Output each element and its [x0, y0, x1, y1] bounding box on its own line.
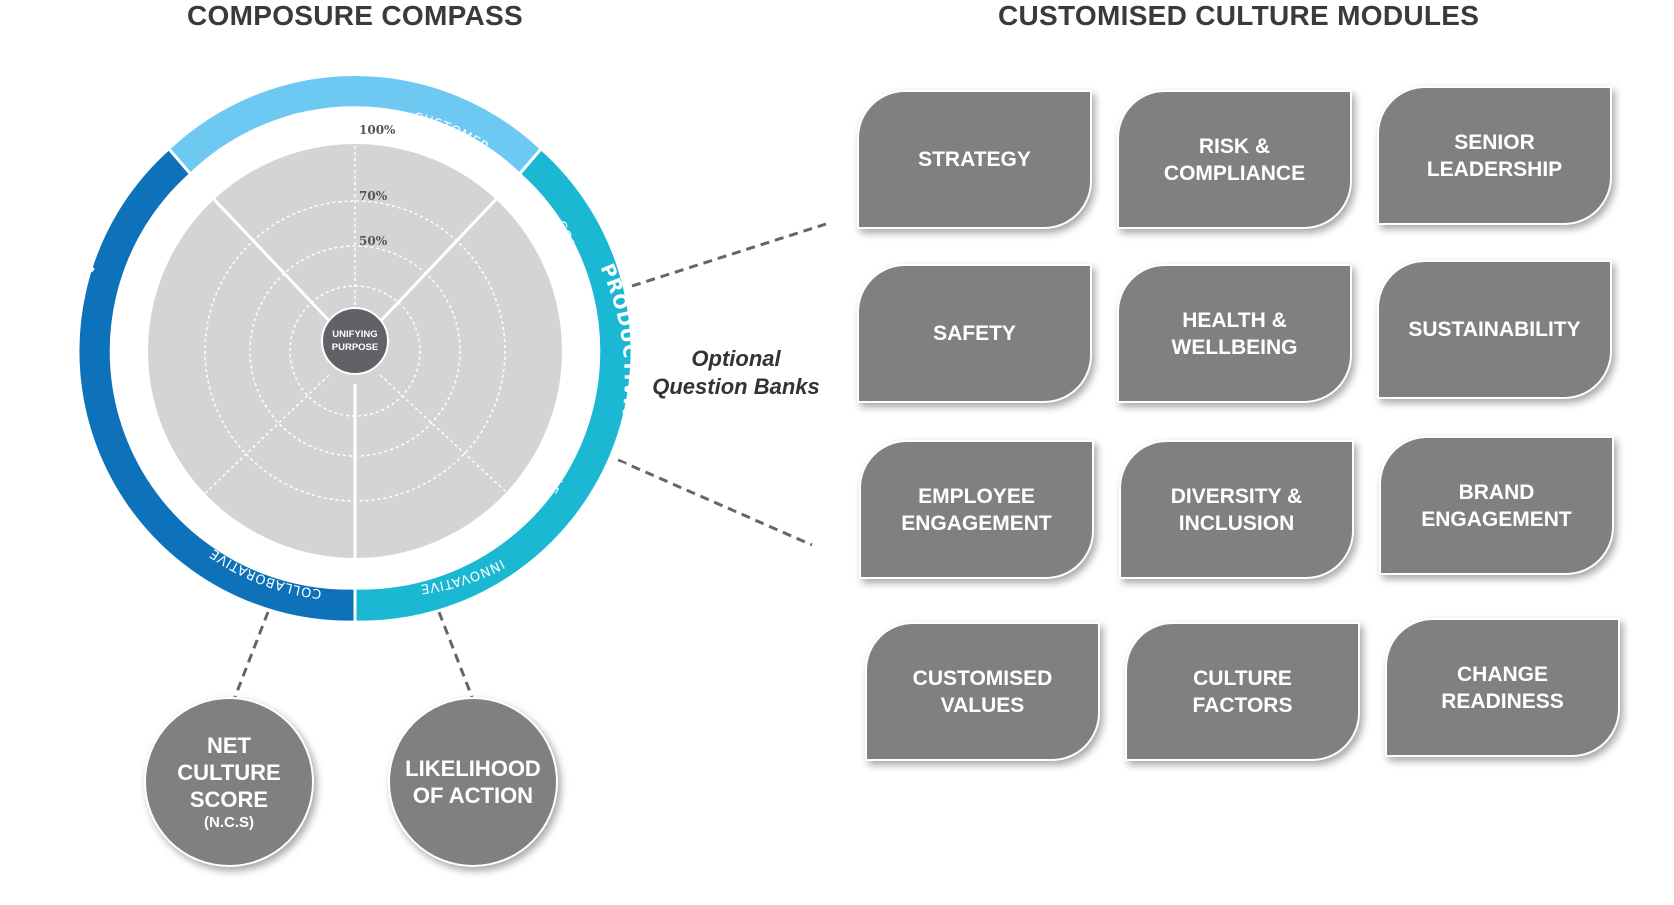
module-change-readiness: CHANGE READINESS — [1385, 618, 1620, 757]
module-sustainability: SUSTAINABILITY — [1377, 260, 1612, 399]
module-senior-leadership: SENIOR LEADERSHIP — [1377, 86, 1612, 225]
module-customised-values: CUSTOMISED VALUES — [865, 622, 1100, 761]
module-diversity-inclusion: DIVERSITY & INCLUSION — [1119, 440, 1354, 579]
module-strategy: STRATEGY — [857, 90, 1092, 229]
scale-label-70: 70% — [359, 189, 388, 203]
likelihood-of-action-circle: LIKELIHOOD OF ACTION — [388, 697, 558, 867]
net-culture-score-abbreviation: (N.C.S) — [204, 814, 254, 831]
scale-label-50: 50% — [359, 234, 388, 248]
module-risk-compliance: RISK & COMPLIANCE — [1117, 90, 1352, 229]
net-culture-score-circle: NET CULTURE SCORE (N.C.S) — [144, 697, 314, 867]
module-health-wellbeing: HEALTH & WELLBEING — [1117, 264, 1352, 403]
module-brand-engagement: BRAND ENGAGEMENT — [1379, 436, 1614, 575]
net-culture-score-label: NET CULTURE SCORE — [177, 733, 281, 812]
module-employee-engagement: EMPLOYEE ENGAGEMENT — [859, 440, 1094, 579]
module-safety: SAFETY — [857, 264, 1092, 403]
optional-question-banks-label: Optional Question Banks — [652, 346, 820, 399]
scale-label-100: 100% — [359, 123, 396, 137]
module-culture-factors: CULTURE FACTORS — [1125, 622, 1360, 761]
relationship-orientation-segment — [76, 146, 357, 624]
culture-modules-title: CUSTOMISED CULTURE MODULES — [998, 0, 1480, 31]
unifying-purpose-hub — [321, 307, 389, 375]
composure-compass-title: COMPOSURE COMPASS — [187, 0, 523, 31]
likelihood-of-action-label: LIKELIHOOD OF ACTION — [405, 756, 541, 808]
